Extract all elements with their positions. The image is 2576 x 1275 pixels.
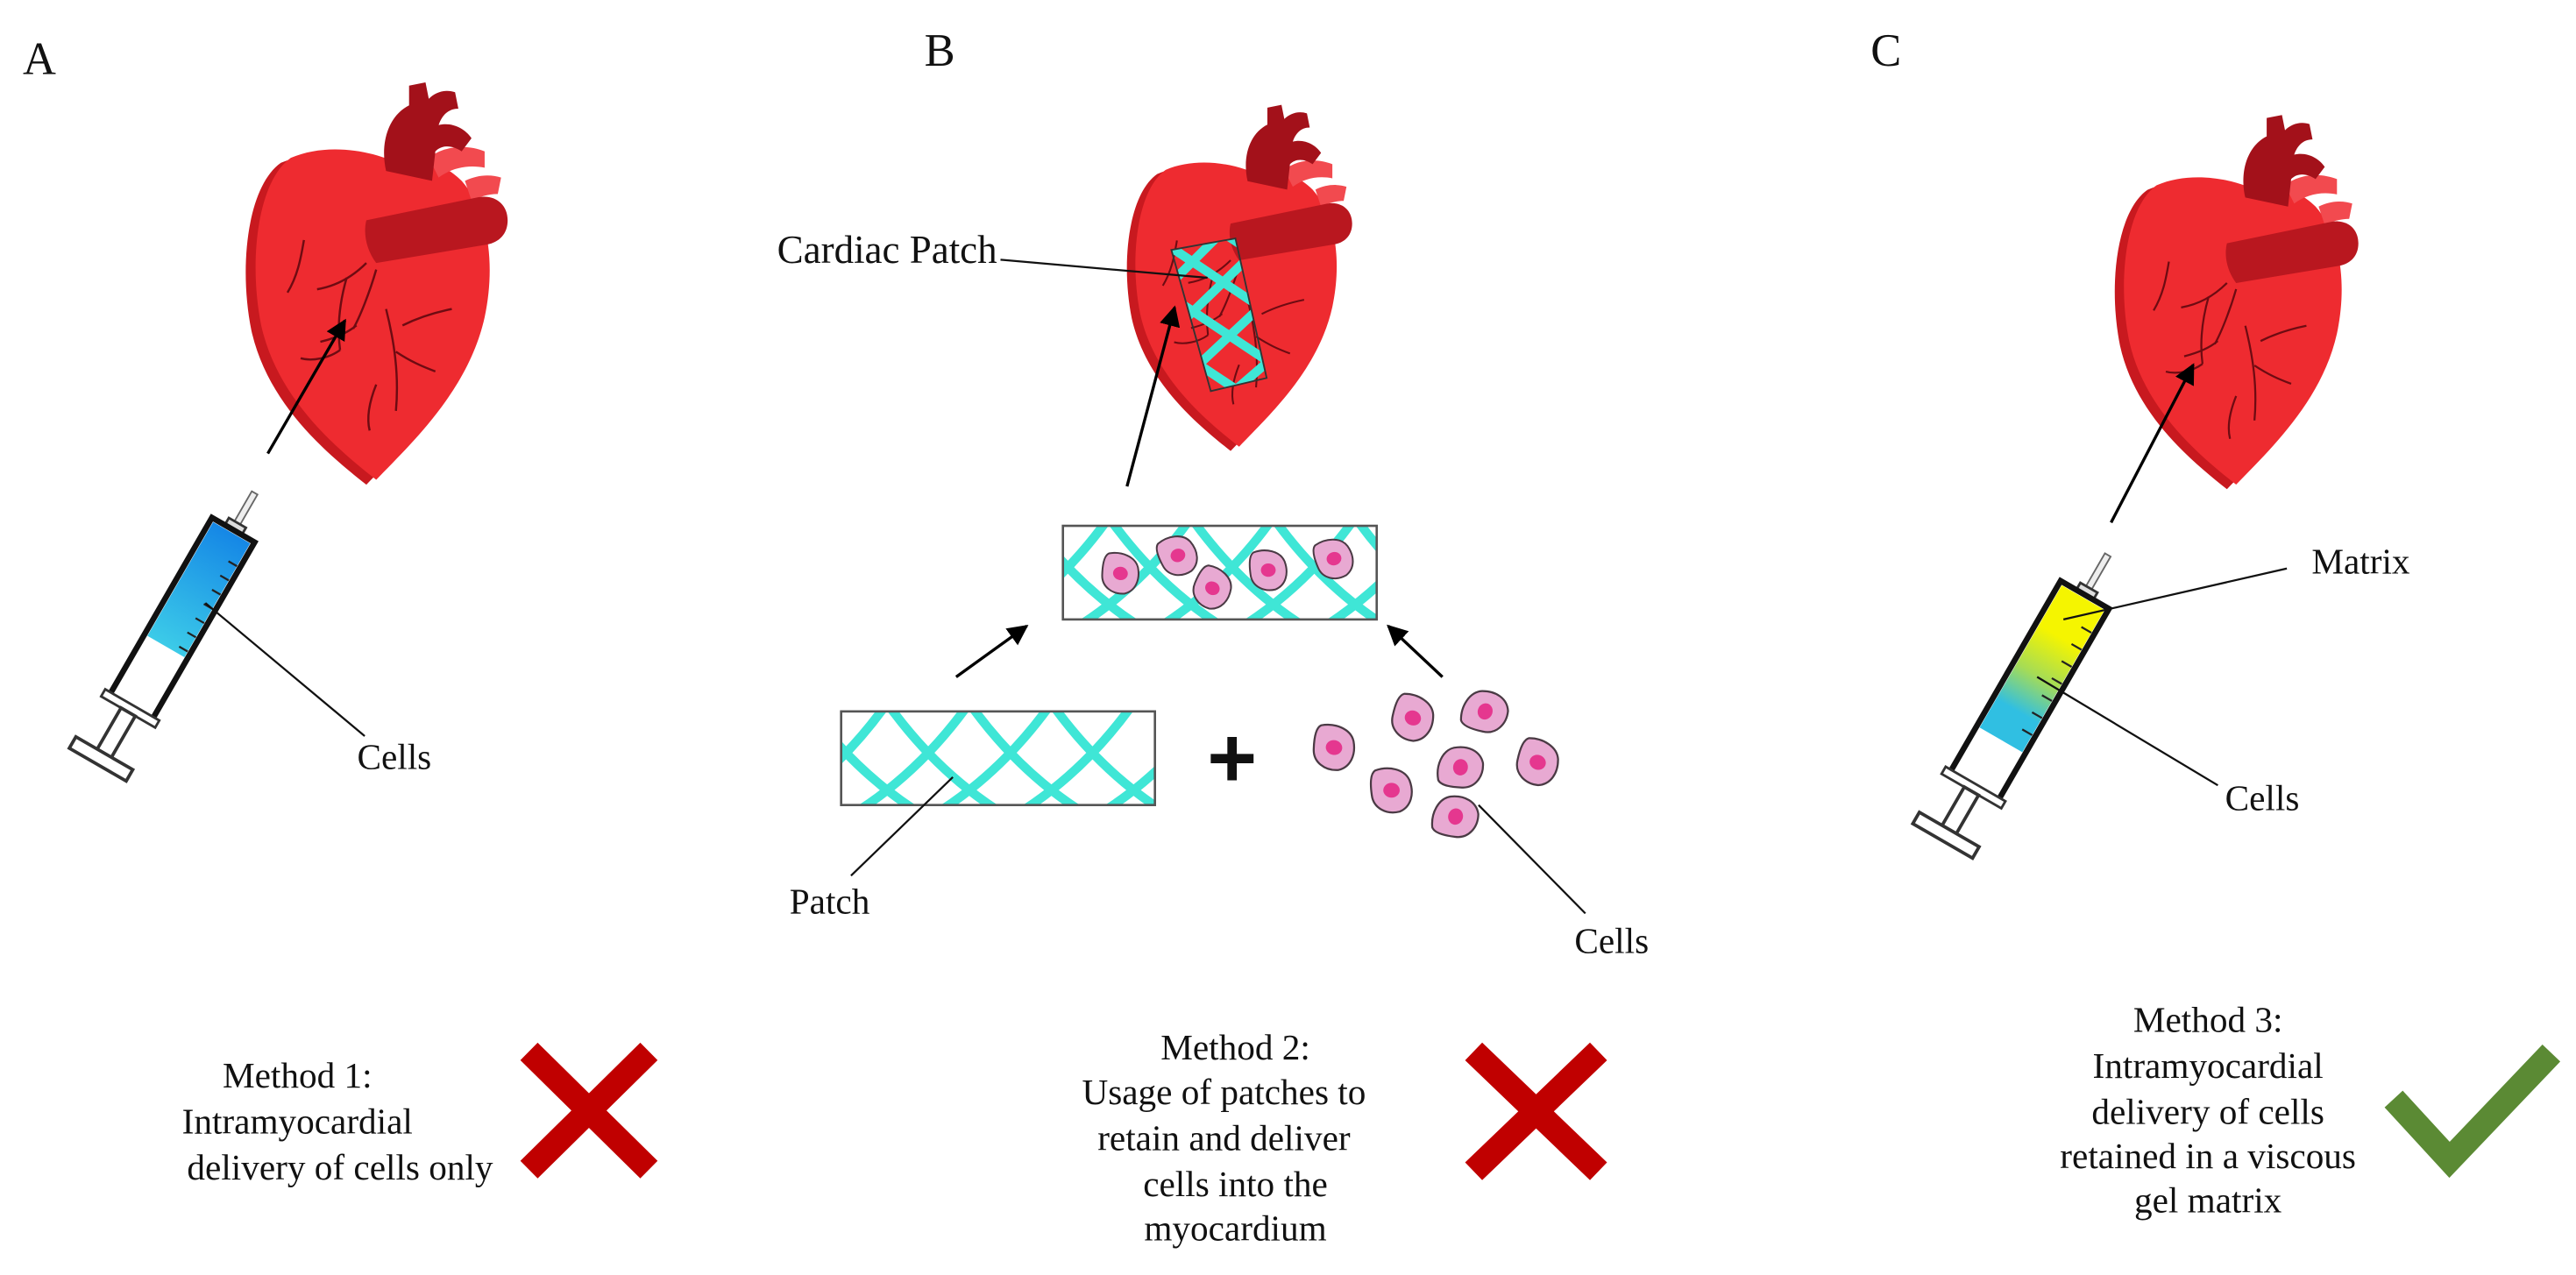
cell (1369, 767, 1413, 814)
cell (1456, 684, 1515, 740)
method-line: retained in a viscous (2060, 1136, 2356, 1176)
cell (1509, 733, 1565, 791)
implant-arrow (1125, 305, 1181, 487)
cells-label: Cells (1574, 920, 1649, 960)
matrix-leader-line (2062, 567, 2288, 620)
syringe-thumb-pad (1910, 810, 1982, 861)
cells-label: Cells (357, 736, 431, 776)
cells-to-seeded-arrow (1387, 624, 1444, 678)
cell (1309, 721, 1359, 775)
patch-to-seeded-arrow (954, 624, 1029, 678)
delivery-arrow (266, 318, 347, 455)
cell (1428, 790, 1484, 844)
panel-a: A Cells Method 1: Intramyocardial del (23, 34, 658, 1187)
syringe-matrix-cells (1910, 552, 2113, 861)
check-icon (2384, 1045, 2561, 1179)
panel-letter-b: B (925, 25, 955, 76)
cell-seeded-patch (1061, 524, 1379, 621)
method-line: retain and deliver (1097, 1117, 1351, 1158)
method-3-caption: Method 3: Intramyocardial delivery of ce… (2060, 999, 2356, 1220)
cell-suspension (147, 521, 251, 658)
heart-illustration (2113, 114, 2360, 491)
cells-leader-line (2036, 676, 2218, 787)
heart-illustration (1125, 103, 1353, 452)
method-line: Method 1: (223, 1055, 373, 1095)
method-line: cells into the (1143, 1164, 1328, 1204)
method-line: gel matrix (2134, 1180, 2282, 1221)
patch-mesh (841, 711, 1155, 805)
cells-label: Cells (2225, 777, 2300, 818)
free-cells (1309, 684, 1565, 844)
syringe-needle (232, 490, 259, 528)
panel-c: C Matrix Cells Method 3: Intramyo (1870, 25, 2561, 1221)
syringe-cells (67, 490, 259, 783)
patch-outline (840, 710, 1156, 806)
plus-sign: + (1207, 710, 1257, 805)
matrix-label: Matrix (2311, 541, 2410, 581)
panel-letter-a: A (23, 34, 56, 85)
syringe-plunger-rod (1940, 784, 1981, 836)
method-line: delivery of cells only (187, 1147, 493, 1187)
cell (1434, 742, 1487, 793)
method-line: Usage of patches to (1082, 1072, 1366, 1112)
method-1-caption: Method 1: Intramyocardial delivery of ce… (182, 1055, 493, 1187)
syringe-needle (2083, 552, 2112, 592)
method-2-caption: Method 2: Usage of patches to retain and… (1082, 1027, 1366, 1248)
panel-b: B Cardiac Patch (777, 25, 1649, 1248)
empty-patch (840, 710, 1156, 806)
syringe-plunger-rod (95, 705, 138, 760)
cross-icon (1465, 1042, 1607, 1180)
patch-leader-line (850, 776, 954, 877)
cell (1384, 689, 1441, 747)
cell (1248, 549, 1288, 591)
cardiac-patch-label: Cardiac Patch (777, 228, 997, 272)
cells-leader-line (204, 602, 365, 737)
method-line: delivery of cells (2091, 1091, 2324, 1131)
matrix-and-cells (1979, 584, 2105, 753)
method-line: Intramyocardial (2093, 1045, 2324, 1086)
patch-label: Patch (790, 881, 870, 921)
cells-leader-line (1478, 804, 1586, 915)
syringe-thumb-pad (67, 734, 136, 783)
patch-outline (1170, 237, 1268, 393)
cross-icon (520, 1042, 658, 1179)
seeded-patch-outline (1061, 524, 1379, 621)
method-line: Method 2: (1160, 1027, 1310, 1067)
syringe-graduations (2021, 626, 2092, 736)
method-line: Method 3: (2133, 999, 2283, 1039)
cardiac-patch-leader-line (1000, 259, 1208, 280)
method-line: myocardium (1144, 1208, 1326, 1248)
delivery-arrow (2110, 363, 2195, 524)
method-line: Intramyocardial (182, 1101, 413, 1142)
panel-letter-c: C (1870, 25, 1901, 76)
